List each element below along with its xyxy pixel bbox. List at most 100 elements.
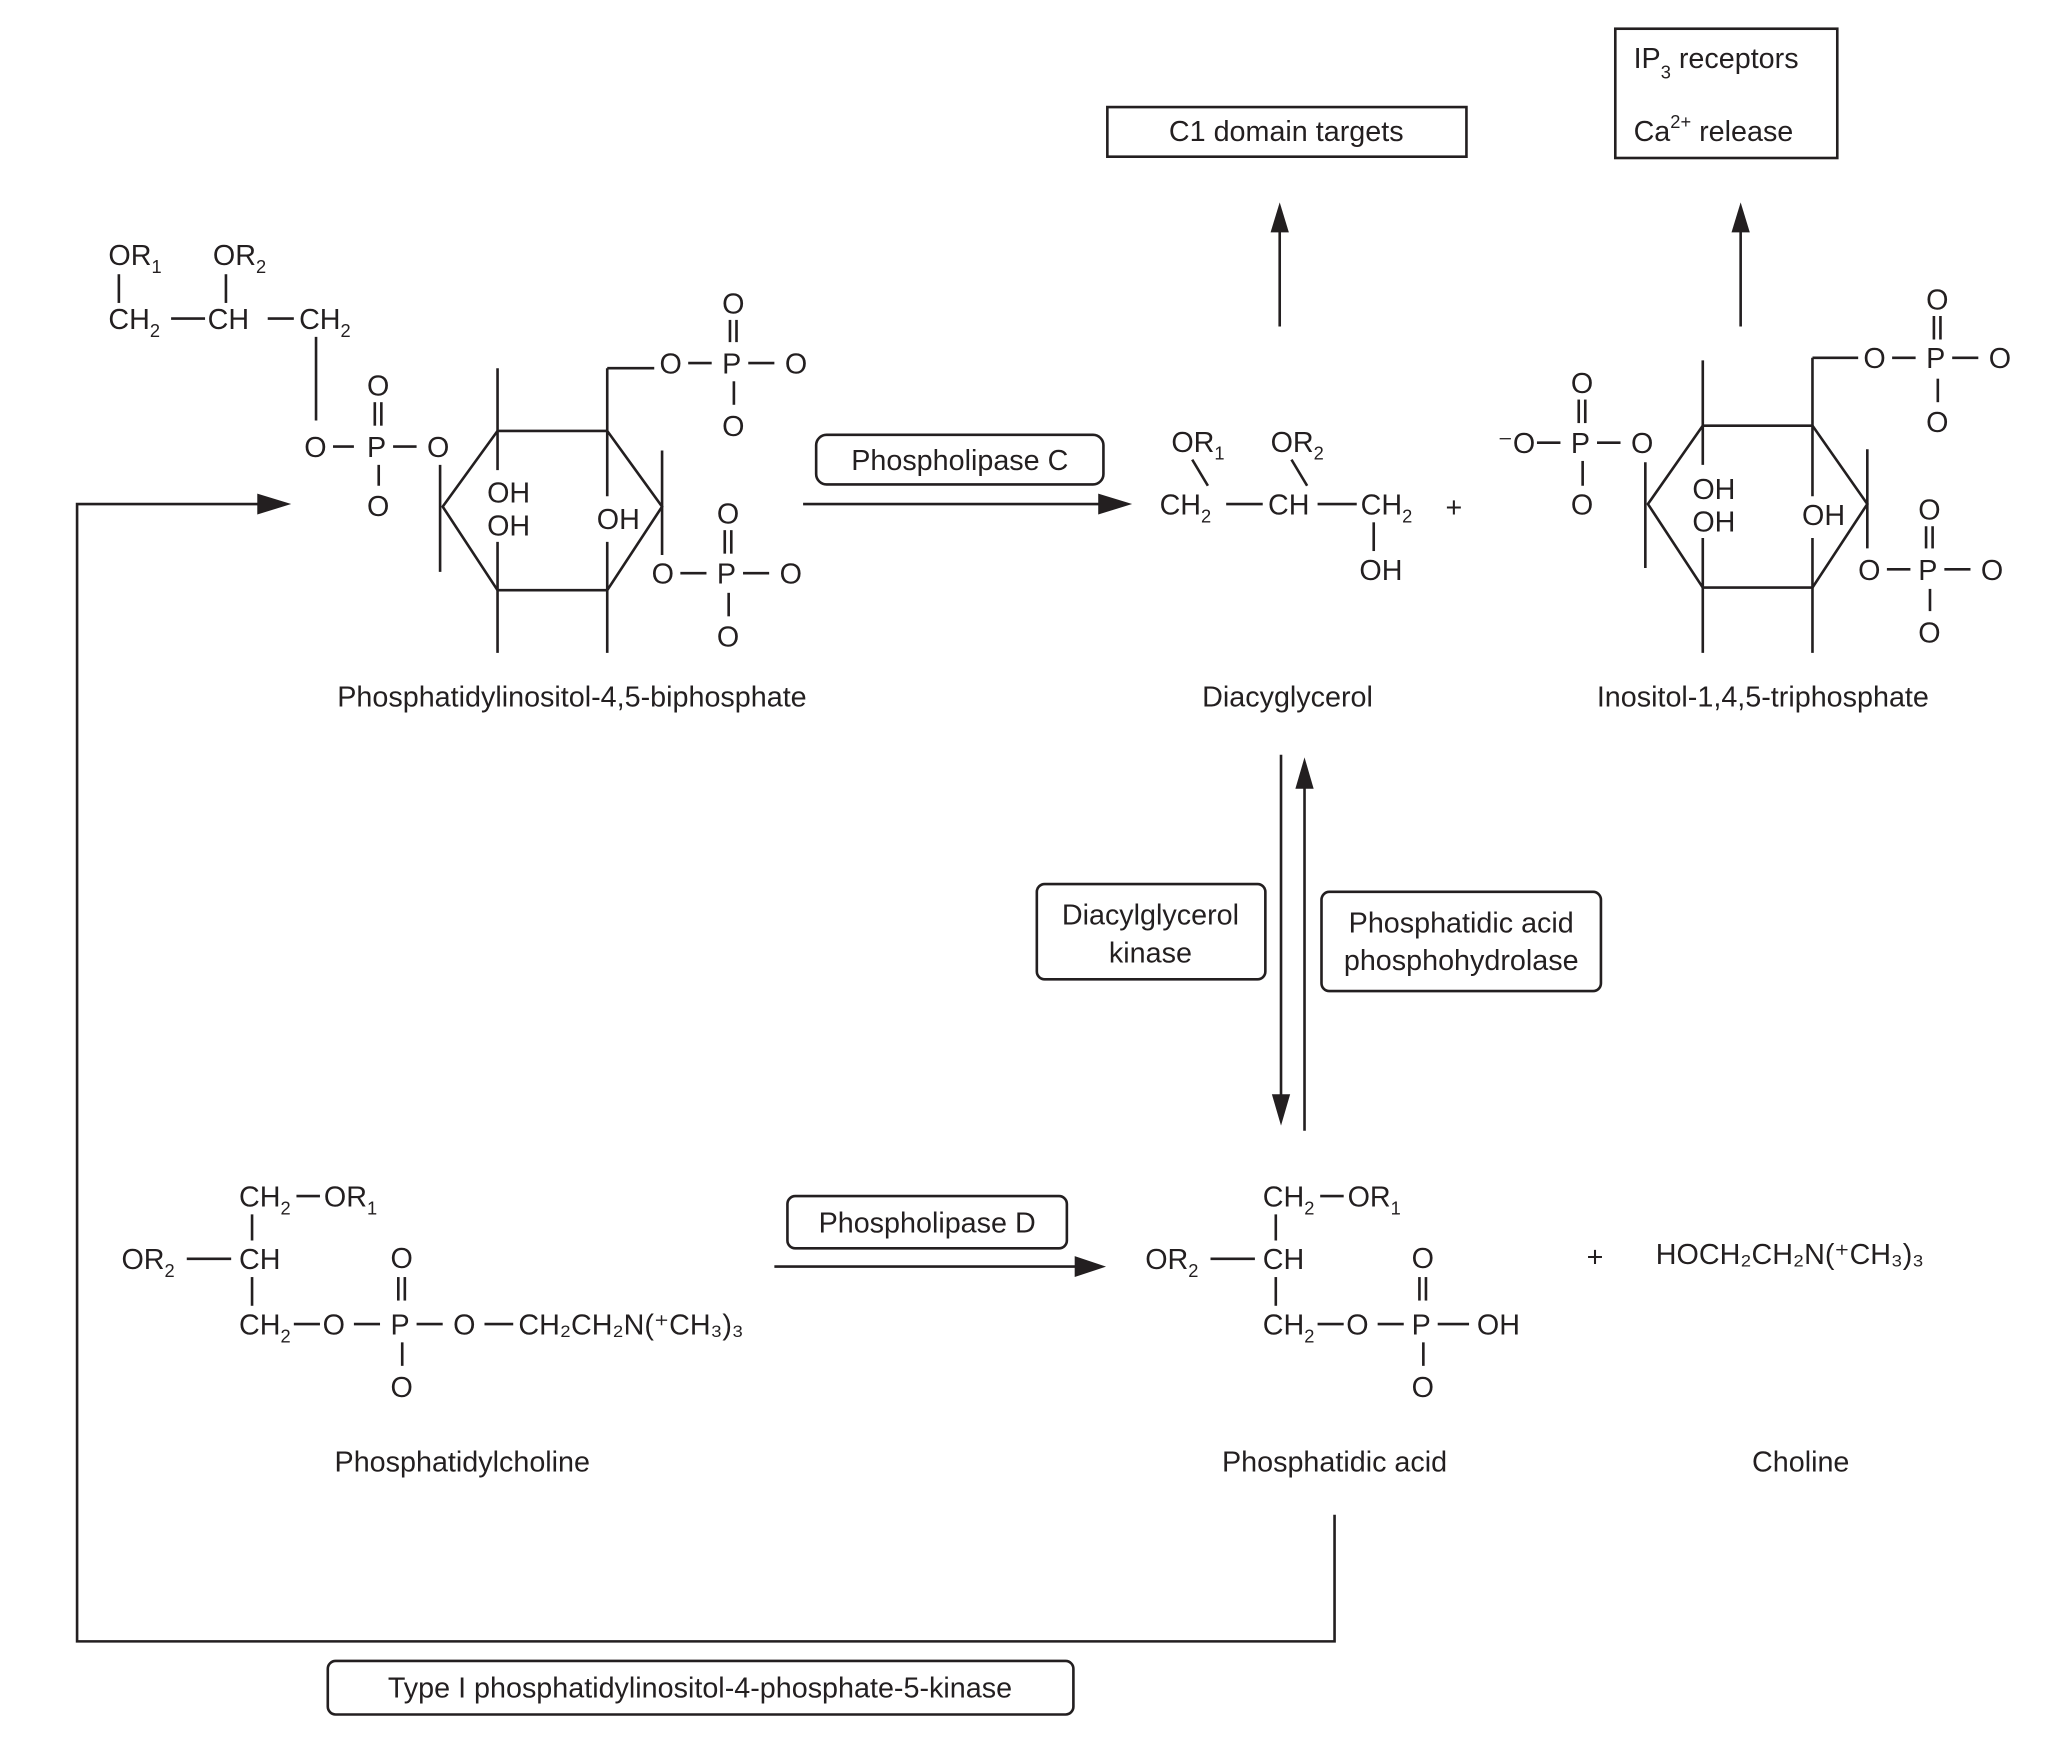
svg-text:OR1: OR1 bbox=[1348, 1182, 1401, 1219]
svg-text:O: O bbox=[1918, 617, 1940, 649]
svg-text:OR2: OR2 bbox=[213, 240, 266, 277]
svg-text:O: O bbox=[1412, 1243, 1434, 1275]
svg-text:P: P bbox=[1918, 555, 1937, 587]
pip2-label: Phosphatidylinositol-4,5-biphosphate bbox=[337, 681, 806, 713]
pc-structure: CH2 OR1 OR2 CH CH2 O P O CH₂CH₂N(⁺CH₃)₃ … bbox=[121, 1182, 743, 1405]
pa-structure: CH2 OR1 OR2 CH CH2 O P OH O O bbox=[1145, 1182, 1520, 1405]
pip2-structure: OR1 OR2 CH2 CH CH2 O P O O O OH OH OH O bbox=[108, 240, 807, 653]
svg-text:O: O bbox=[1571, 368, 1593, 400]
svg-text:OH: OH bbox=[1477, 1310, 1520, 1342]
svg-text:P: P bbox=[1926, 343, 1945, 375]
svg-text:P: P bbox=[722, 348, 741, 380]
svg-text:O: O bbox=[717, 621, 739, 653]
pip5k-label: Type I phosphatidylinositol-4-phosphate-… bbox=[388, 1673, 1012, 1705]
svg-text:O: O bbox=[1631, 428, 1653, 460]
svg-text:O: O bbox=[1346, 1310, 1368, 1342]
svg-text:CH2: CH2 bbox=[1160, 489, 1212, 526]
svg-text:OR1: OR1 bbox=[108, 240, 161, 277]
svg-text:CH2: CH2 bbox=[299, 304, 351, 341]
svg-text:CH2: CH2 bbox=[1361, 489, 1413, 526]
c1-domain-targets-label: C1 domain targets bbox=[1169, 116, 1404, 148]
svg-text:O: O bbox=[1412, 1372, 1434, 1404]
svg-text:O: O bbox=[722, 411, 744, 443]
dag-structure: OR1 OR2 CH2 CH CH2 OH bbox=[1160, 427, 1413, 587]
phospholipase-d-box: Phospholipase D bbox=[786, 1194, 1069, 1250]
svg-text:O: O bbox=[780, 559, 802, 591]
dag-label: Diacyglycerol bbox=[1202, 681, 1373, 713]
svg-text:O: O bbox=[1863, 343, 1885, 375]
arrow-dag-to-c1 bbox=[1270, 202, 1289, 327]
svg-text:CH2: CH2 bbox=[239, 1310, 291, 1347]
svg-text:CH: CH bbox=[239, 1244, 280, 1276]
pc-label: Phosphatidylcholine bbox=[335, 1447, 590, 1479]
phospholipase-c-box: Phospholipase C bbox=[814, 433, 1105, 486]
svg-text:CH2: CH2 bbox=[1263, 1310, 1315, 1347]
pa-phosphohydrolase-box: Phosphatidic acid phosphohydrolase bbox=[1320, 890, 1603, 993]
calcium-release-label: Ca2+ release bbox=[1634, 111, 1794, 148]
svg-text:O: O bbox=[1858, 555, 1880, 587]
svg-text:O: O bbox=[1926, 407, 1948, 439]
svg-text:O: O bbox=[1918, 495, 1940, 527]
dag-kinase-box: Diacylglycerol kinase bbox=[1035, 882, 1267, 981]
svg-text:OH: OH bbox=[1359, 555, 1402, 587]
svg-text:O: O bbox=[717, 499, 739, 531]
ip3-receptors-box: IP3 receptors Ca2+ release bbox=[1613, 27, 1839, 160]
choline-label: Choline bbox=[1752, 1447, 1849, 1479]
svg-text:OH: OH bbox=[1802, 500, 1845, 532]
svg-text:OR1: OR1 bbox=[324, 1182, 377, 1219]
svg-text:O: O bbox=[390, 1243, 412, 1275]
plus-sign: + bbox=[1446, 492, 1463, 524]
svg-text:OR1: OR1 bbox=[1171, 427, 1224, 464]
arrow-ip3-to-receptors bbox=[1731, 202, 1750, 327]
phospholipase-c-label: Phospholipase C bbox=[851, 445, 1068, 477]
svg-text:⁻O: ⁻O bbox=[1498, 428, 1536, 460]
arrow-pld bbox=[774, 1256, 1107, 1278]
svg-text:CH: CH bbox=[1268, 489, 1309, 521]
arrow-pa-to-pip2-loop bbox=[75, 493, 1336, 1643]
svg-text:O: O bbox=[1989, 343, 2011, 375]
svg-text:OR2: OR2 bbox=[121, 1244, 174, 1281]
svg-text:P: P bbox=[717, 559, 736, 591]
svg-text:OH: OH bbox=[1692, 474, 1735, 506]
pa-phosphohydrolase-label-line2: phosphohydrolase bbox=[1344, 945, 1579, 977]
ip3-label: Inositol-1,4,5-triphosphate bbox=[1597, 681, 1929, 713]
svg-text:OR2: OR2 bbox=[1145, 1244, 1198, 1281]
svg-text:P: P bbox=[390, 1310, 409, 1342]
svg-text:OR2: OR2 bbox=[1271, 427, 1324, 464]
arrow-dag-to-pa bbox=[1271, 754, 1291, 1126]
svg-text:OH: OH bbox=[597, 504, 640, 536]
svg-text:CH: CH bbox=[1263, 1244, 1304, 1276]
svg-text:O: O bbox=[1981, 555, 2003, 587]
svg-text:OH: OH bbox=[487, 478, 530, 510]
plus-sign-2: + bbox=[1587, 1242, 1604, 1274]
dag-kinase-label-line2: kinase bbox=[1109, 937, 1192, 969]
c1-domain-targets-box: C1 domain targets bbox=[1106, 105, 1468, 158]
arrow-pa-to-dag bbox=[1295, 757, 1314, 1131]
svg-text:CH: CH bbox=[208, 304, 249, 336]
svg-text:CH₂CH₂N(⁺CH₃)₃: CH₂CH₂N(⁺CH₃)₃ bbox=[518, 1310, 743, 1342]
ip3-receptors-label: IP3 receptors bbox=[1634, 43, 1799, 82]
svg-text:CH2: CH2 bbox=[239, 1182, 291, 1219]
pip5k-box: Type I phosphatidylinositol-4-phosphate-… bbox=[326, 1659, 1075, 1716]
svg-text:O: O bbox=[722, 288, 744, 320]
svg-text:O: O bbox=[652, 559, 674, 591]
svg-text:P: P bbox=[1412, 1310, 1431, 1342]
svg-text:CH2: CH2 bbox=[1263, 1182, 1315, 1219]
svg-text:O: O bbox=[390, 1372, 412, 1404]
svg-text:O: O bbox=[367, 491, 389, 523]
svg-text:O: O bbox=[659, 348, 681, 380]
choline-formula: HOCH₂CH₂N(⁺CH₃)₃ bbox=[1656, 1239, 1924, 1271]
svg-text:CH2: CH2 bbox=[108, 304, 160, 341]
svg-text:O: O bbox=[304, 432, 326, 464]
svg-text:O: O bbox=[323, 1310, 345, 1342]
svg-text:O: O bbox=[1571, 489, 1593, 521]
svg-text:OH: OH bbox=[1692, 506, 1735, 538]
pa-phosphohydrolase-label-line1: Phosphatidic acid bbox=[1349, 907, 1574, 939]
svg-text:OH: OH bbox=[487, 510, 530, 542]
svg-text:P: P bbox=[1571, 428, 1590, 460]
ip3-structure: ⁻O P O O O OH OH OH O P O O O O P O O bbox=[1498, 284, 2011, 653]
svg-text:O: O bbox=[785, 348, 807, 380]
dag-kinase-label-line1: Diacylglycerol bbox=[1062, 899, 1239, 931]
phospholipase-d-label: Phospholipase D bbox=[819, 1208, 1036, 1240]
